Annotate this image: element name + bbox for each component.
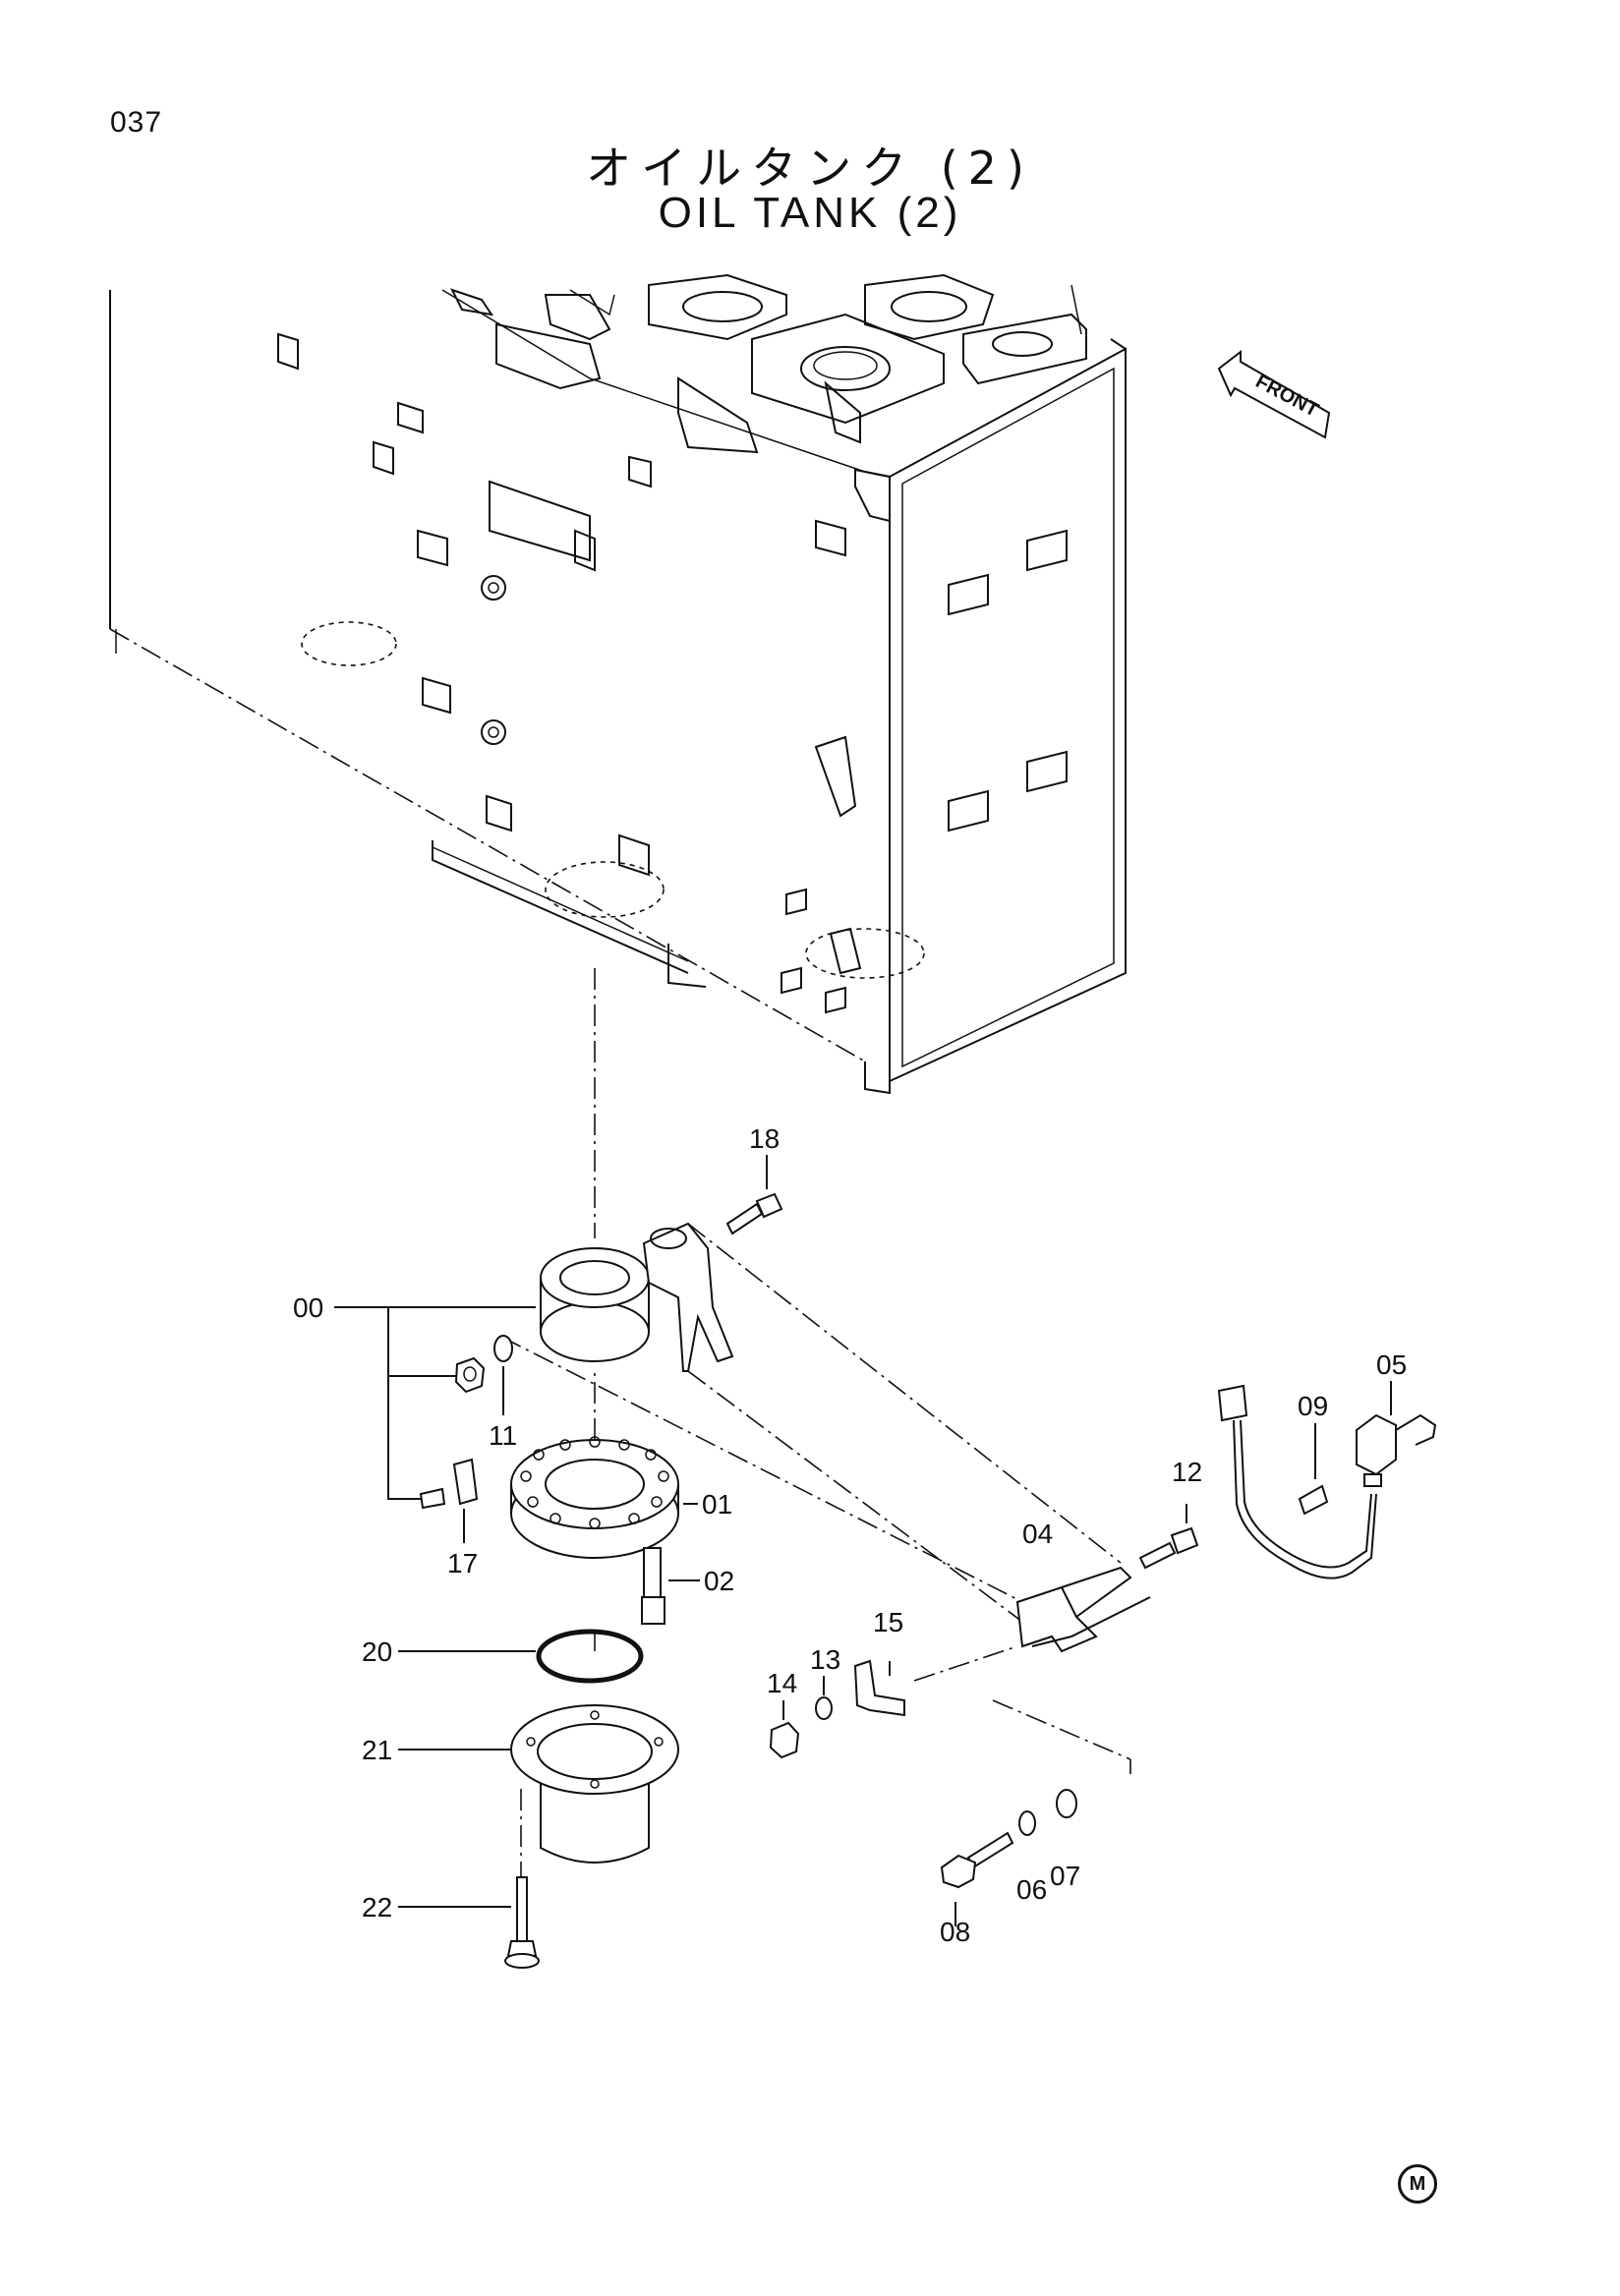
label-part-02: 02: [704, 1566, 734, 1596]
part-22-flange-bolt: [504, 1876, 540, 1969]
part-17-clip: [419, 1458, 479, 1510]
label-part-17: 17: [447, 1548, 478, 1578]
label-part-04: 04: [1022, 1519, 1053, 1549]
part-21-flange-pipe: [510, 1704, 679, 1864]
label-part-00: 00: [293, 1292, 323, 1323]
part-20-o-ring: [536, 1629, 644, 1684]
part-05-switch: [1356, 1413, 1437, 1487]
part-13-spring-washer: [815, 1696, 833, 1720]
front-direction-arrow: FRONT: [1217, 349, 1331, 439]
page-number: 037: [110, 106, 163, 139]
label-part-07: 07: [1050, 1861, 1080, 1891]
label-part-08: 08: [940, 1917, 970, 1947]
label-part-05: 05: [1376, 1349, 1407, 1380]
label-part-21: 21: [362, 1735, 392, 1765]
label-part-15: 15: [873, 1607, 903, 1637]
corner-mark: M: [1398, 2164, 1437, 2204]
part-18-bolt: [725, 1155, 783, 1235]
part-nut: [454, 1356, 486, 1394]
part-09-harness: [1217, 1384, 1377, 1579]
part-06-spring-washer: [1018, 1810, 1036, 1836]
label-part-09: 09: [1298, 1391, 1328, 1421]
label-part-18: 18: [749, 1123, 780, 1154]
label-part-14: 14: [767, 1668, 797, 1698]
part-00-gauge-ring: [540, 1247, 650, 1362]
part-level-switch-bracket: [642, 1222, 734, 1372]
label-part-12: 12: [1172, 1457, 1202, 1487]
part-12-bolt: [1138, 1504, 1199, 1570]
part-11-washer: [493, 1335, 513, 1362]
part-08-bolt: [940, 1831, 1014, 1889]
part-04-bracket: [1015, 1566, 1151, 1653]
oil-tank-body: [109, 273, 1127, 1095]
label-part-11: 11: [489, 1420, 517, 1451]
part-02-socket-bolt: [641, 1547, 665, 1625]
part-14-nut: [769, 1721, 800, 1759]
label-part-20: 20: [362, 1636, 392, 1667]
part-15-clip: [853, 1659, 905, 1717]
label-part-13: 13: [810, 1644, 840, 1675]
label-part-22: 22: [362, 1892, 392, 1923]
label-part-06: 06: [1016, 1874, 1047, 1905]
label-part-01: 01: [702, 1489, 732, 1520]
part-07-washer: [1056, 1789, 1077, 1818]
part-01-flange: [510, 1436, 679, 1559]
front-label: FRONT: [1252, 371, 1322, 422]
title-japanese: オイルタンク (2): [586, 142, 1034, 195]
title-english: OIL TANK (2): [658, 189, 962, 237]
